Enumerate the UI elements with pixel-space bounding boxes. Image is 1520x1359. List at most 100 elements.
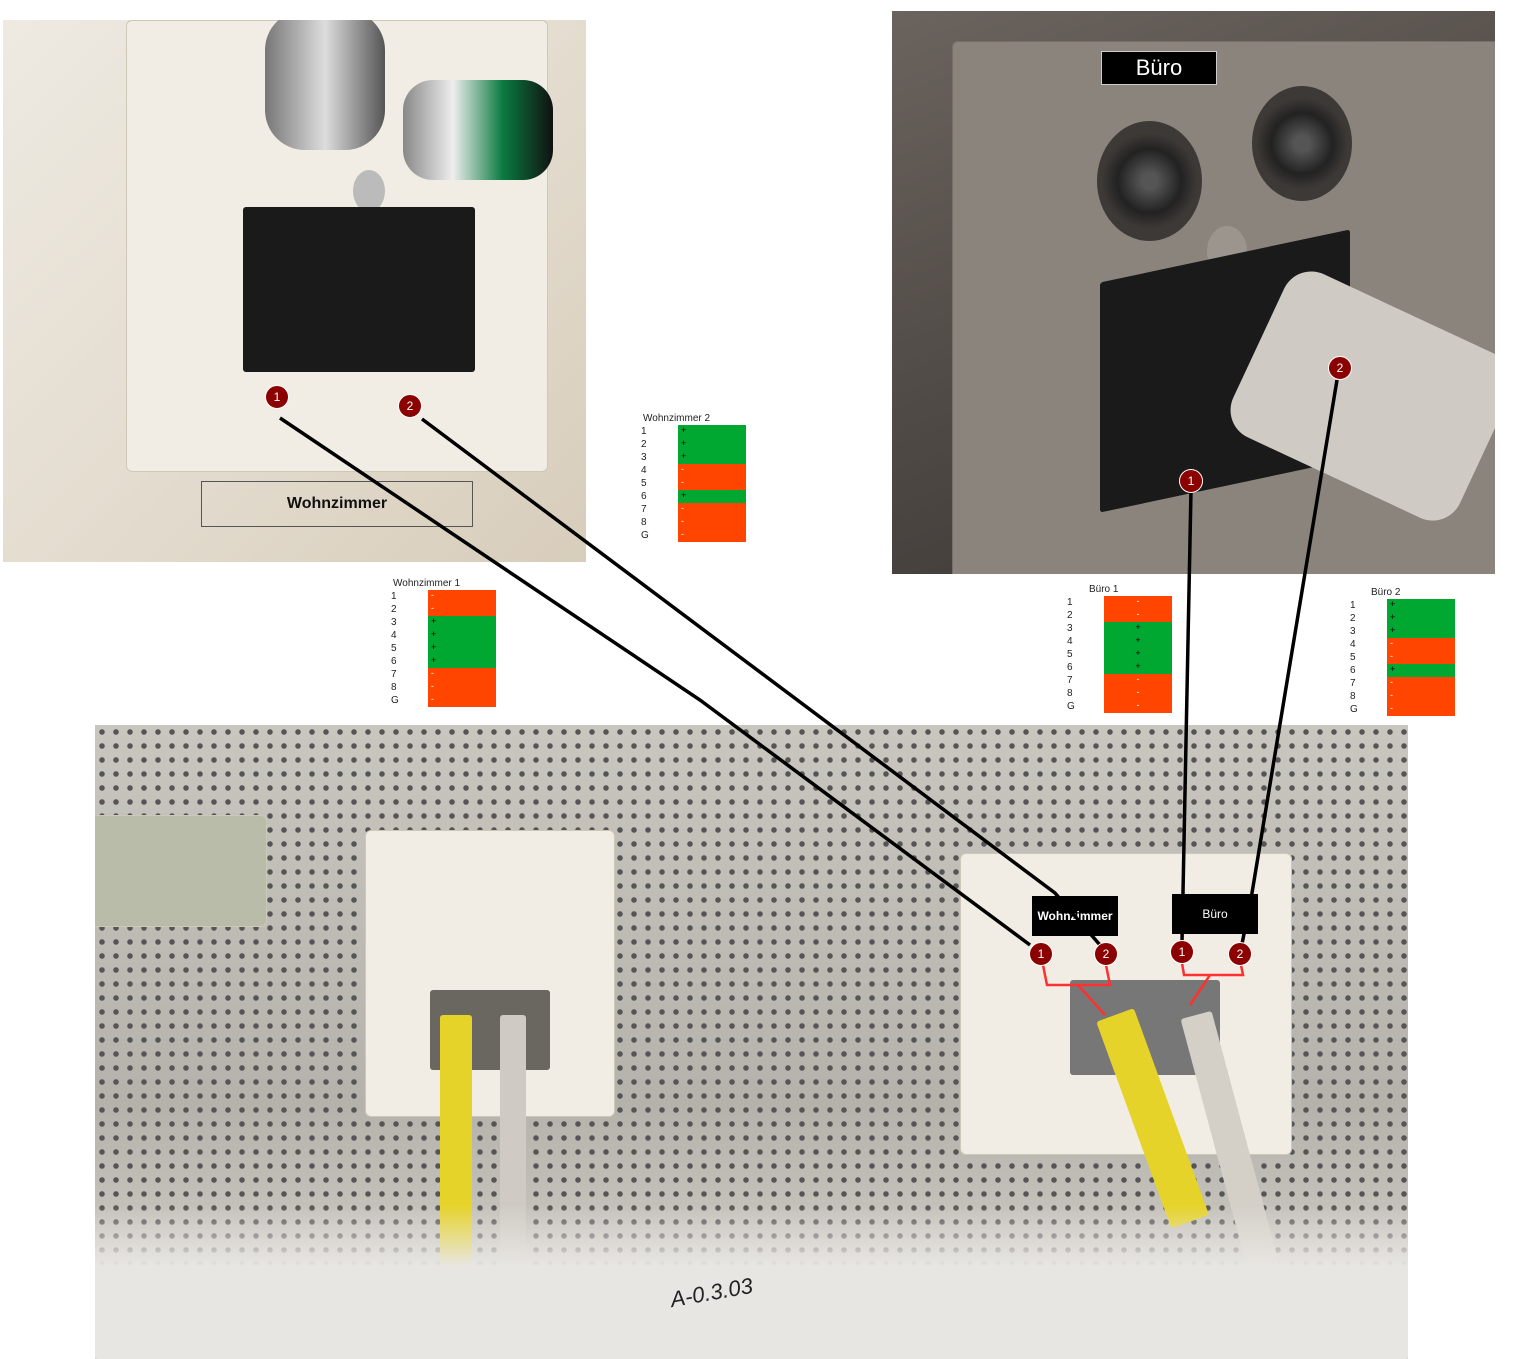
pin-status-ok: +	[1104, 661, 1172, 674]
pin-status-fail: -	[1104, 687, 1172, 700]
pin-status-fail: -	[1387, 677, 1455, 690]
pin-number: 8	[1350, 691, 1356, 702]
pin-number: 3	[641, 452, 647, 463]
line-buero-2	[1240, 379, 1339, 945]
radio-socket	[1252, 86, 1352, 201]
pin-number: G	[641, 530, 649, 541]
marker-wohnzimmer-1: 1	[265, 385, 289, 409]
pin-number: 6	[391, 656, 397, 667]
marker-panel-buero-1: 1	[1170, 940, 1194, 964]
pin-number: 3	[1350, 626, 1356, 637]
pin-number: 4	[641, 465, 647, 476]
pin-status-fail: -	[678, 516, 746, 529]
pin-status-fail: -	[1104, 609, 1172, 622]
pin-number: 8	[391, 682, 397, 693]
pin-status-fail: -	[1387, 638, 1455, 651]
pin-number: G	[1350, 704, 1358, 715]
pin-status-fail: -	[1387, 651, 1455, 664]
pin-number: 5	[1350, 652, 1356, 663]
pin-status-ok: +	[1104, 635, 1172, 648]
pin-number: 3	[391, 617, 397, 628]
marker-panel-buero-2: 2	[1228, 942, 1252, 966]
pin-status-ok: +	[1387, 664, 1455, 677]
pin-number: 6	[1067, 662, 1073, 673]
pin-status-fail: -	[428, 668, 496, 681]
cable-bundle	[95, 1205, 1408, 1359]
marker-panel-wohnzimmer-1: 1	[1029, 942, 1053, 966]
pin-status-fail: -	[678, 503, 746, 516]
pin-status-ok: +	[1387, 625, 1455, 638]
pin-status-ok: +	[678, 490, 746, 503]
pin-status-ok: +	[678, 451, 746, 464]
pin-status-fail: -	[678, 464, 746, 477]
sat-splitter	[95, 815, 267, 927]
pin-number: 2	[1067, 610, 1073, 621]
tv-socket	[1097, 121, 1202, 241]
pin-number: 2	[391, 604, 397, 615]
pin-number: 1	[641, 426, 647, 437]
pin-number: 1	[1350, 600, 1356, 611]
pin-status-fail: -	[428, 590, 496, 603]
pin-status-ok: +	[1104, 622, 1172, 635]
pin-status-ok: +	[1387, 599, 1455, 612]
coax-connector	[403, 80, 553, 180]
pin-status-fail: -	[678, 477, 746, 490]
pin-status-fail: -	[1387, 690, 1455, 703]
pin-number: 3	[1067, 623, 1073, 634]
pin-status-ok: +	[428, 629, 496, 642]
pin-number: 7	[641, 504, 647, 515]
pin-number: 1	[1067, 597, 1073, 608]
pin-table-title: Wohnzimmer 1	[393, 578, 461, 589]
pin-number: 2	[641, 439, 647, 450]
pin-table-title: Wohnzimmer 2	[643, 413, 711, 424]
pin-table-title: Büro 1	[1089, 584, 1119, 595]
wohnzimmer-photo-label: Wohnzimmer	[201, 481, 473, 527]
line-wohnzimmer-1	[279, 416, 1032, 947]
line-wohnzimmer-2	[420, 417, 1102, 947]
pin-status-fail: -	[1104, 596, 1172, 609]
pin-status-fail: -	[1387, 703, 1455, 716]
red-bracket-wohnzimmer	[1041, 964, 1112, 987]
pin-number: 8	[1067, 688, 1073, 699]
pin-number: 7	[1067, 675, 1073, 686]
coax-connector	[265, 20, 385, 150]
pin-status-ok: +	[678, 438, 746, 451]
screw	[353, 170, 385, 212]
pin-number: 7	[1350, 678, 1356, 689]
pin-status-ok: +	[1104, 648, 1172, 661]
wohnzimmer-socket-photo: Wohnzimmer	[3, 20, 586, 562]
pin-status-fail: -	[678, 529, 746, 542]
pin-number: 6	[641, 491, 647, 502]
rj45-double-jack	[243, 207, 475, 372]
pin-status-fail: -	[1104, 700, 1172, 713]
pin-table-title: Büro 2	[1371, 587, 1401, 598]
pin-number: 4	[1350, 639, 1356, 650]
marker-buero-2: 2	[1328, 356, 1352, 380]
pin-number: 4	[1067, 636, 1073, 647]
pin-status-ok: +	[428, 642, 496, 655]
marker-buero-1: 1	[1179, 469, 1203, 493]
red-bracket-buero	[1180, 962, 1245, 977]
pin-number: 5	[1067, 649, 1073, 660]
line-buero-1	[1180, 489, 1193, 943]
pin-status-ok: +	[428, 616, 496, 629]
pin-status-ok: +	[678, 425, 746, 438]
pin-number: 4	[391, 630, 397, 641]
buero-photo-label: Büro	[1101, 51, 1217, 85]
pin-number: 5	[391, 643, 397, 654]
pin-number: G	[1067, 701, 1075, 712]
pin-number: 5	[641, 478, 647, 489]
marker-panel-wohnzimmer-2: 2	[1094, 942, 1118, 966]
red-link	[1188, 974, 1212, 1006]
pin-number: 6	[1350, 665, 1356, 676]
pin-number: 7	[391, 669, 397, 680]
pin-number: 8	[641, 517, 647, 528]
pin-number: G	[391, 695, 399, 706]
pin-status-fail: -	[428, 694, 496, 707]
red-link	[1077, 984, 1106, 1016]
pin-status-ok: +	[1387, 612, 1455, 625]
pin-status-fail: -	[1104, 674, 1172, 687]
pin-status-ok: +	[428, 655, 496, 668]
pin-number: 1	[391, 591, 397, 602]
